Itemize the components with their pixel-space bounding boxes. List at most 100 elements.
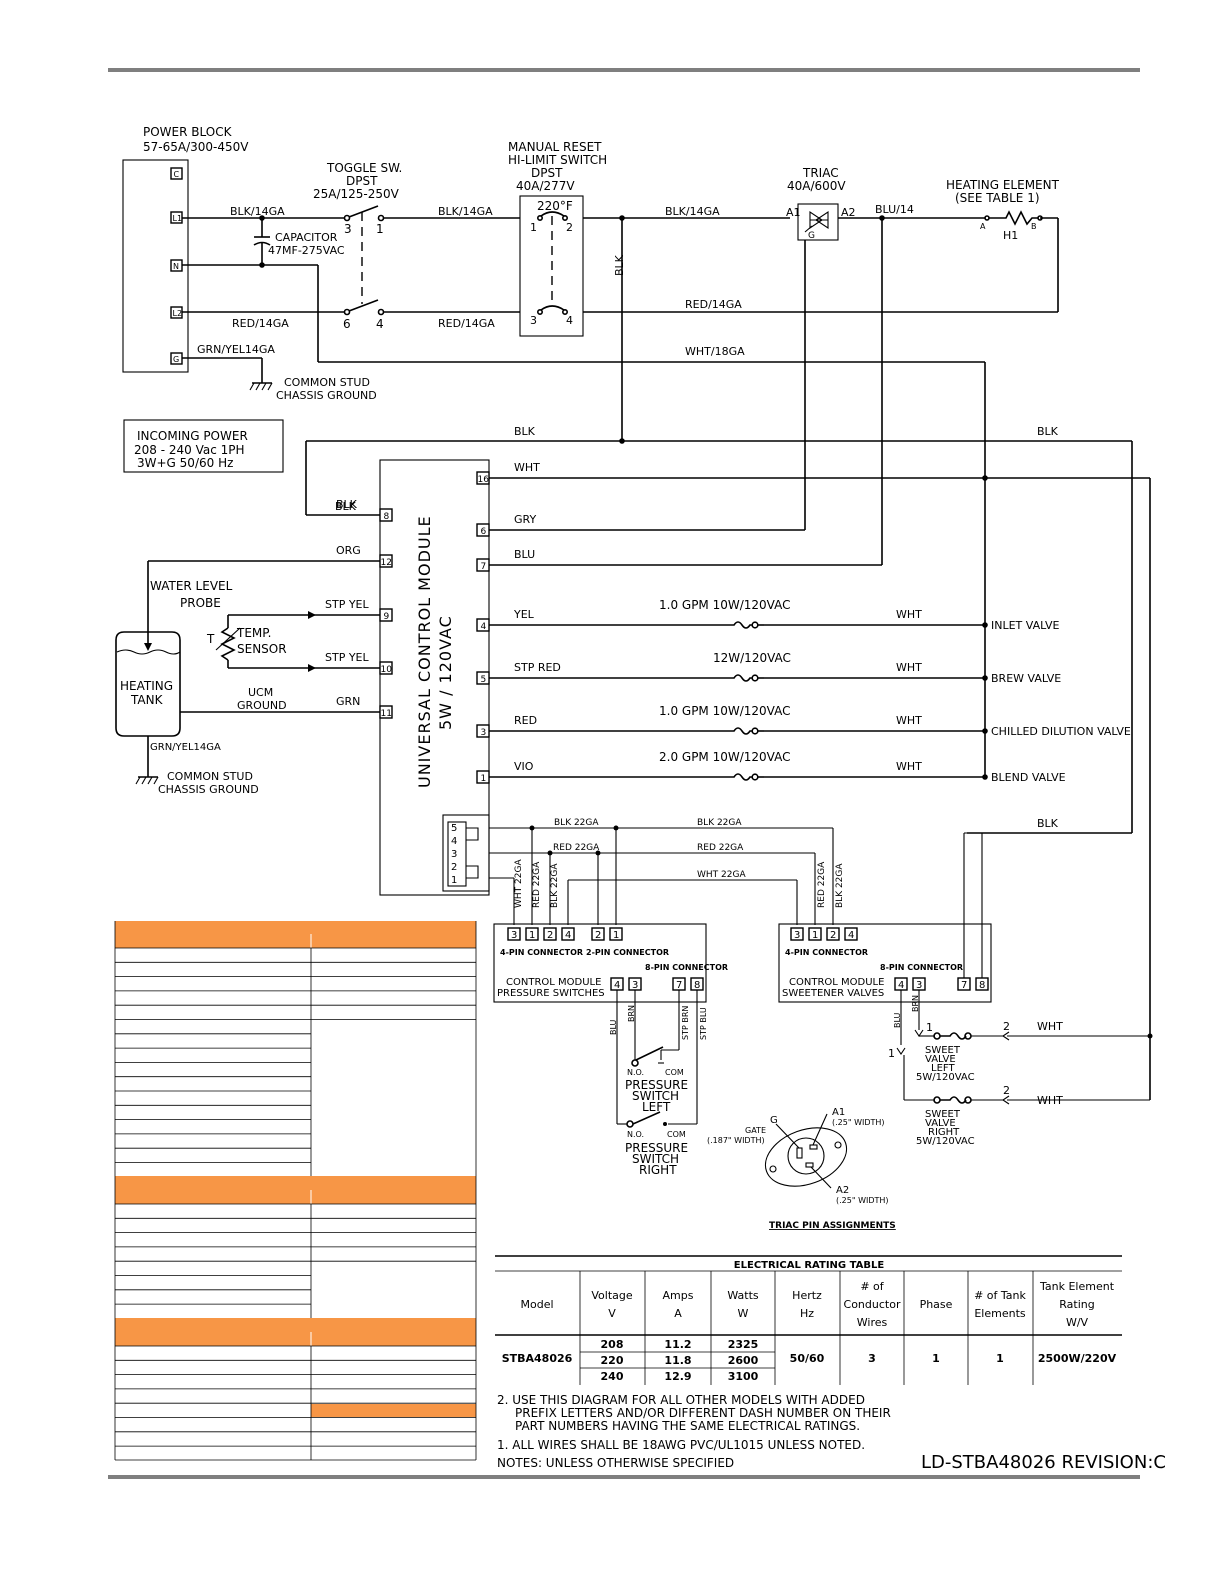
- valve-name: BREW VALVE: [991, 672, 1061, 685]
- svg-text:4: 4: [848, 930, 854, 941]
- pressure-switch-right: N.O. COM PRESSURE SWITCH RIGHT: [625, 1111, 688, 1177]
- svg-text:BLK: BLK: [1037, 425, 1059, 438]
- valve-coil: [726, 674, 752, 682]
- svg-text:STBA48026: STBA48026: [502, 1352, 573, 1365]
- svg-text:BRN: BRN: [911, 995, 920, 1012]
- svg-text:VALVE: VALVE: [925, 1118, 956, 1129]
- svg-text:COM: COM: [667, 1130, 686, 1139]
- svg-text:2-PIN CONNECTOR: 2-PIN CONNECTOR: [586, 948, 669, 957]
- svg-text:HI-LIMIT SWITCH: HI-LIMIT SWITCH: [508, 153, 607, 167]
- svg-text:1: 1: [376, 222, 384, 236]
- svg-text:RED 22GA: RED 22GA: [553, 843, 600, 853]
- svg-text:Model: Model: [520, 1298, 553, 1311]
- svg-text:RIGHT: RIGHT: [928, 1127, 960, 1138]
- svg-text:PRESSURE SWITCHES: PRESSURE SWITCHES: [497, 988, 605, 999]
- svg-text:T: T: [206, 632, 215, 646]
- svg-text:HEATING ELEMENT: HEATING ELEMENT: [946, 178, 1060, 192]
- svg-text:CAPACITOR: CAPACITOR: [275, 231, 338, 244]
- ucm-pin-number: 1: [481, 774, 487, 784]
- svg-text:PRESSURE: PRESSURE: [625, 1141, 688, 1155]
- valve-name: INLET VALVE: [991, 619, 1060, 632]
- valve-rating: 12W/120VAC: [713, 651, 791, 665]
- ucm-wire-label: BLU: [514, 548, 535, 561]
- svg-text:N: N: [173, 262, 179, 271]
- ucm-pin-number: 5: [481, 675, 487, 685]
- svg-text:A2: A2: [836, 1185, 849, 1196]
- svg-text:Hz: Hz: [800, 1307, 814, 1320]
- svg-text:BLK: BLK: [613, 254, 626, 276]
- svg-text:SWEETENER VALVES: SWEETENER VALVES: [782, 988, 884, 999]
- triac: TRIAC 40A/600V A1 A2 G: [786, 166, 856, 241]
- svg-text:BLU: BLU: [893, 1012, 902, 1028]
- svg-text:47MF-275VAC: 47MF-275VAC: [268, 244, 345, 257]
- svg-text:BLK 22GA: BLK 22GA: [550, 863, 560, 908]
- svg-text:12.9: 12.9: [664, 1370, 691, 1383]
- svg-text:PRESSURE: PRESSURE: [625, 1078, 688, 1092]
- ucm-pin-number: 16: [478, 475, 490, 485]
- svg-text:# of Tank: # of Tank: [974, 1289, 1026, 1302]
- svg-text:2: 2: [595, 930, 601, 941]
- svg-text:4: 4: [376, 317, 384, 331]
- temp-sensor: T TEMP. SENSOR: [206, 611, 380, 672]
- svg-text:5W/120VAC: 5W/120VAC: [916, 1072, 975, 1083]
- svg-text:Tank Element: Tank Element: [1039, 1280, 1115, 1293]
- svg-text:6: 6: [343, 317, 351, 331]
- valve-return-wire: WHT: [896, 608, 922, 621]
- svg-text:A1: A1: [832, 1107, 845, 1118]
- valve-node: [982, 728, 988, 734]
- table-header-band: [115, 1176, 476, 1190]
- svg-text:WHT: WHT: [1037, 1094, 1063, 1107]
- svg-text:40A/277V: 40A/277V: [516, 179, 575, 193]
- ground-symbol-2: COMMON STUD CHASSIS GROUND: [135, 770, 259, 796]
- svg-text:2325: 2325: [728, 1338, 759, 1351]
- svg-text:Hertz: Hertz: [792, 1289, 822, 1302]
- table-header-band: [115, 934, 476, 948]
- svg-text:2: 2: [547, 930, 553, 941]
- svg-text:208 - 240 Vac 1PH: 208 - 240 Vac 1PH: [134, 443, 245, 457]
- svg-text:VALVE: VALVE: [925, 1054, 956, 1065]
- svg-text:Voltage: Voltage: [591, 1289, 632, 1302]
- svg-text:4: 4: [451, 836, 457, 847]
- heating-element: HEATING ELEMENT (SEE TABLE 1) A B H1: [946, 178, 1060, 242]
- svg-text:H1: H1: [1003, 229, 1018, 242]
- svg-text:L1: L1: [173, 214, 183, 223]
- svg-text:7: 7: [676, 980, 682, 991]
- svg-text:SWITCH: SWITCH: [632, 1152, 679, 1166]
- svg-text:GROUND: GROUND: [237, 699, 287, 712]
- svg-text:WHT 22GA: WHT 22GA: [697, 870, 746, 880]
- svg-text:PREFIX LETTERS AND/OR DIFFEREN: PREFIX LETTERS AND/OR DIFFERENT DASH NUM…: [515, 1406, 891, 1420]
- svg-text:V: V: [608, 1307, 616, 1320]
- svg-text:BLK 22GA: BLK 22GA: [554, 818, 599, 828]
- svg-text:CHASSIS GROUND: CHASSIS GROUND: [158, 783, 259, 796]
- svg-text:BLK: BLK: [335, 500, 357, 513]
- table-header-band: [115, 1190, 476, 1204]
- sweet-valve-left: SWEET VALVE LEFT 5W/120VAC: [916, 1032, 1003, 1083]
- svg-text:RED/14GA: RED/14GA: [232, 317, 289, 330]
- svg-text:25A/125-250V: 25A/125-250V: [313, 187, 400, 201]
- svg-text:5W / 120VAC: 5W / 120VAC: [436, 615, 455, 730]
- svg-text:GRN/YEL14GA: GRN/YEL14GA: [150, 742, 221, 753]
- svg-text:ELECTRICAL RATING TABLE: ELECTRICAL RATING TABLE: [734, 1260, 885, 1271]
- svg-text:1: 1: [529, 930, 535, 941]
- ucm-wire-label: RED: [514, 714, 537, 727]
- svg-text:2. USE THIS DIAGRAM FOR ALL: 2. USE THIS DIAGRAM FOR ALL OTHER MODELS…: [497, 1393, 865, 1407]
- svg-text:COMMON STUD: COMMON STUD: [284, 376, 370, 389]
- svg-text:8-PIN CONNECTOR: 8-PIN CONNECTOR: [645, 963, 728, 972]
- svg-text:4: 4: [566, 314, 573, 327]
- ucm-wire-label: BLK: [336, 498, 358, 511]
- svg-text:SWITCH: SWITCH: [632, 1089, 679, 1103]
- ucm-pin-number: 10: [381, 665, 393, 675]
- valve-rating: 1.0 GPM 10W/120VAC: [659, 704, 791, 718]
- svg-text:2600: 2600: [728, 1354, 759, 1367]
- valve-coil: [726, 727, 752, 735]
- pressure-switch-left: N.O. COM PRESSURE SWITCH LEFT: [625, 1046, 688, 1114]
- svg-text:# of: # of: [860, 1280, 884, 1293]
- table-header-band: [115, 921, 476, 934]
- valve-coil: [726, 773, 752, 781]
- svg-text:1: 1: [932, 1352, 940, 1365]
- svg-text:STP BRN: STP BRN: [681, 1006, 690, 1040]
- svg-text:CONTROL MODULE: CONTROL MODULE: [789, 977, 884, 988]
- svg-text:3: 3: [794, 930, 800, 941]
- svg-text:Wires: Wires: [857, 1316, 888, 1329]
- svg-text:A2: A2: [841, 206, 856, 219]
